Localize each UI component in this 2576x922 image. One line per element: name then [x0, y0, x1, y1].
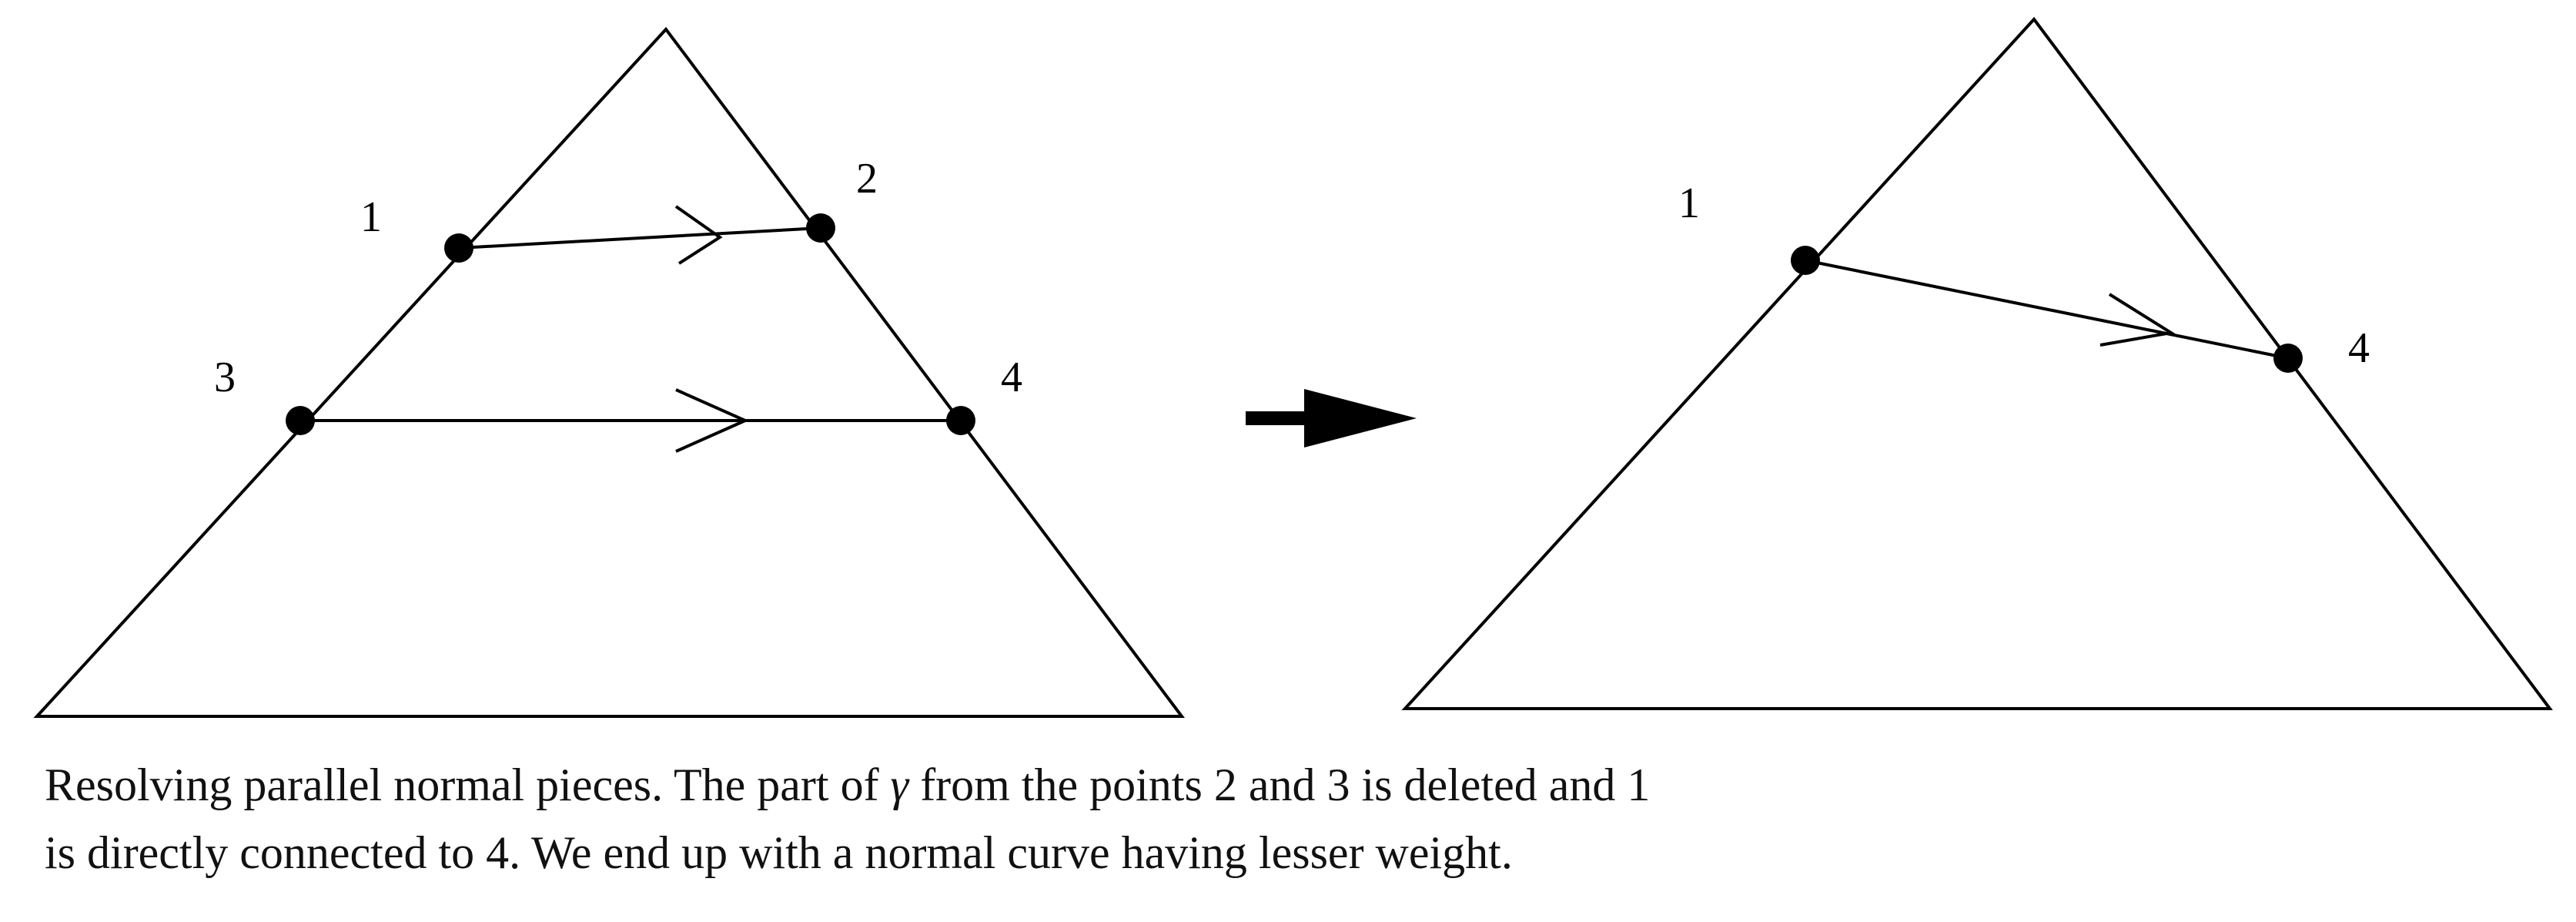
figure-caption: Resolving parallel normal pieces. The pa… [45, 751, 2508, 887]
left-point-4 [946, 406, 975, 435]
gamma-symbol: γ [890, 759, 909, 810]
right-label-4: 4 [2348, 324, 2370, 372]
right-label-1: 1 [1678, 179, 1700, 227]
caption-line2: is directly connected to 4. We end up wi… [45, 827, 1513, 878]
right-triangle [1401, 16, 2553, 710]
normal-curve-diagram: 1 2 3 4 1 4 [33, 16, 2553, 718]
right-point-4 [2273, 344, 2303, 373]
right-arrowhead-1-4 [2099, 293, 2176, 347]
left-label-1: 1 [360, 193, 382, 241]
left-arrowhead-3-4 [675, 388, 749, 453]
left-segment-1-2 [458, 226, 821, 250]
left-diagram: 1 2 3 4 [33, 26, 1186, 718]
left-label-3: 3 [214, 354, 236, 401]
left-label-4: 4 [1001, 354, 1022, 401]
left-arrowhead-1-2 [674, 205, 723, 265]
right-point-1 [1791, 246, 1820, 275]
left-point-1 [444, 233, 473, 263]
left-triangle [33, 26, 1186, 718]
left-point-3 [286, 406, 315, 435]
caption-line1-end: from the points 2 and 3 is deleted and 1 [908, 759, 1651, 810]
right-segment-1-4 [1805, 259, 2289, 360]
left-point-2 [806, 213, 835, 243]
right-diagram: 1 4 [1401, 16, 2553, 710]
caption-line1-start: Resolving parallel normal pieces. The pa… [45, 759, 891, 810]
transition-arrow-icon [1246, 389, 1417, 448]
left-label-2: 2 [856, 155, 878, 203]
